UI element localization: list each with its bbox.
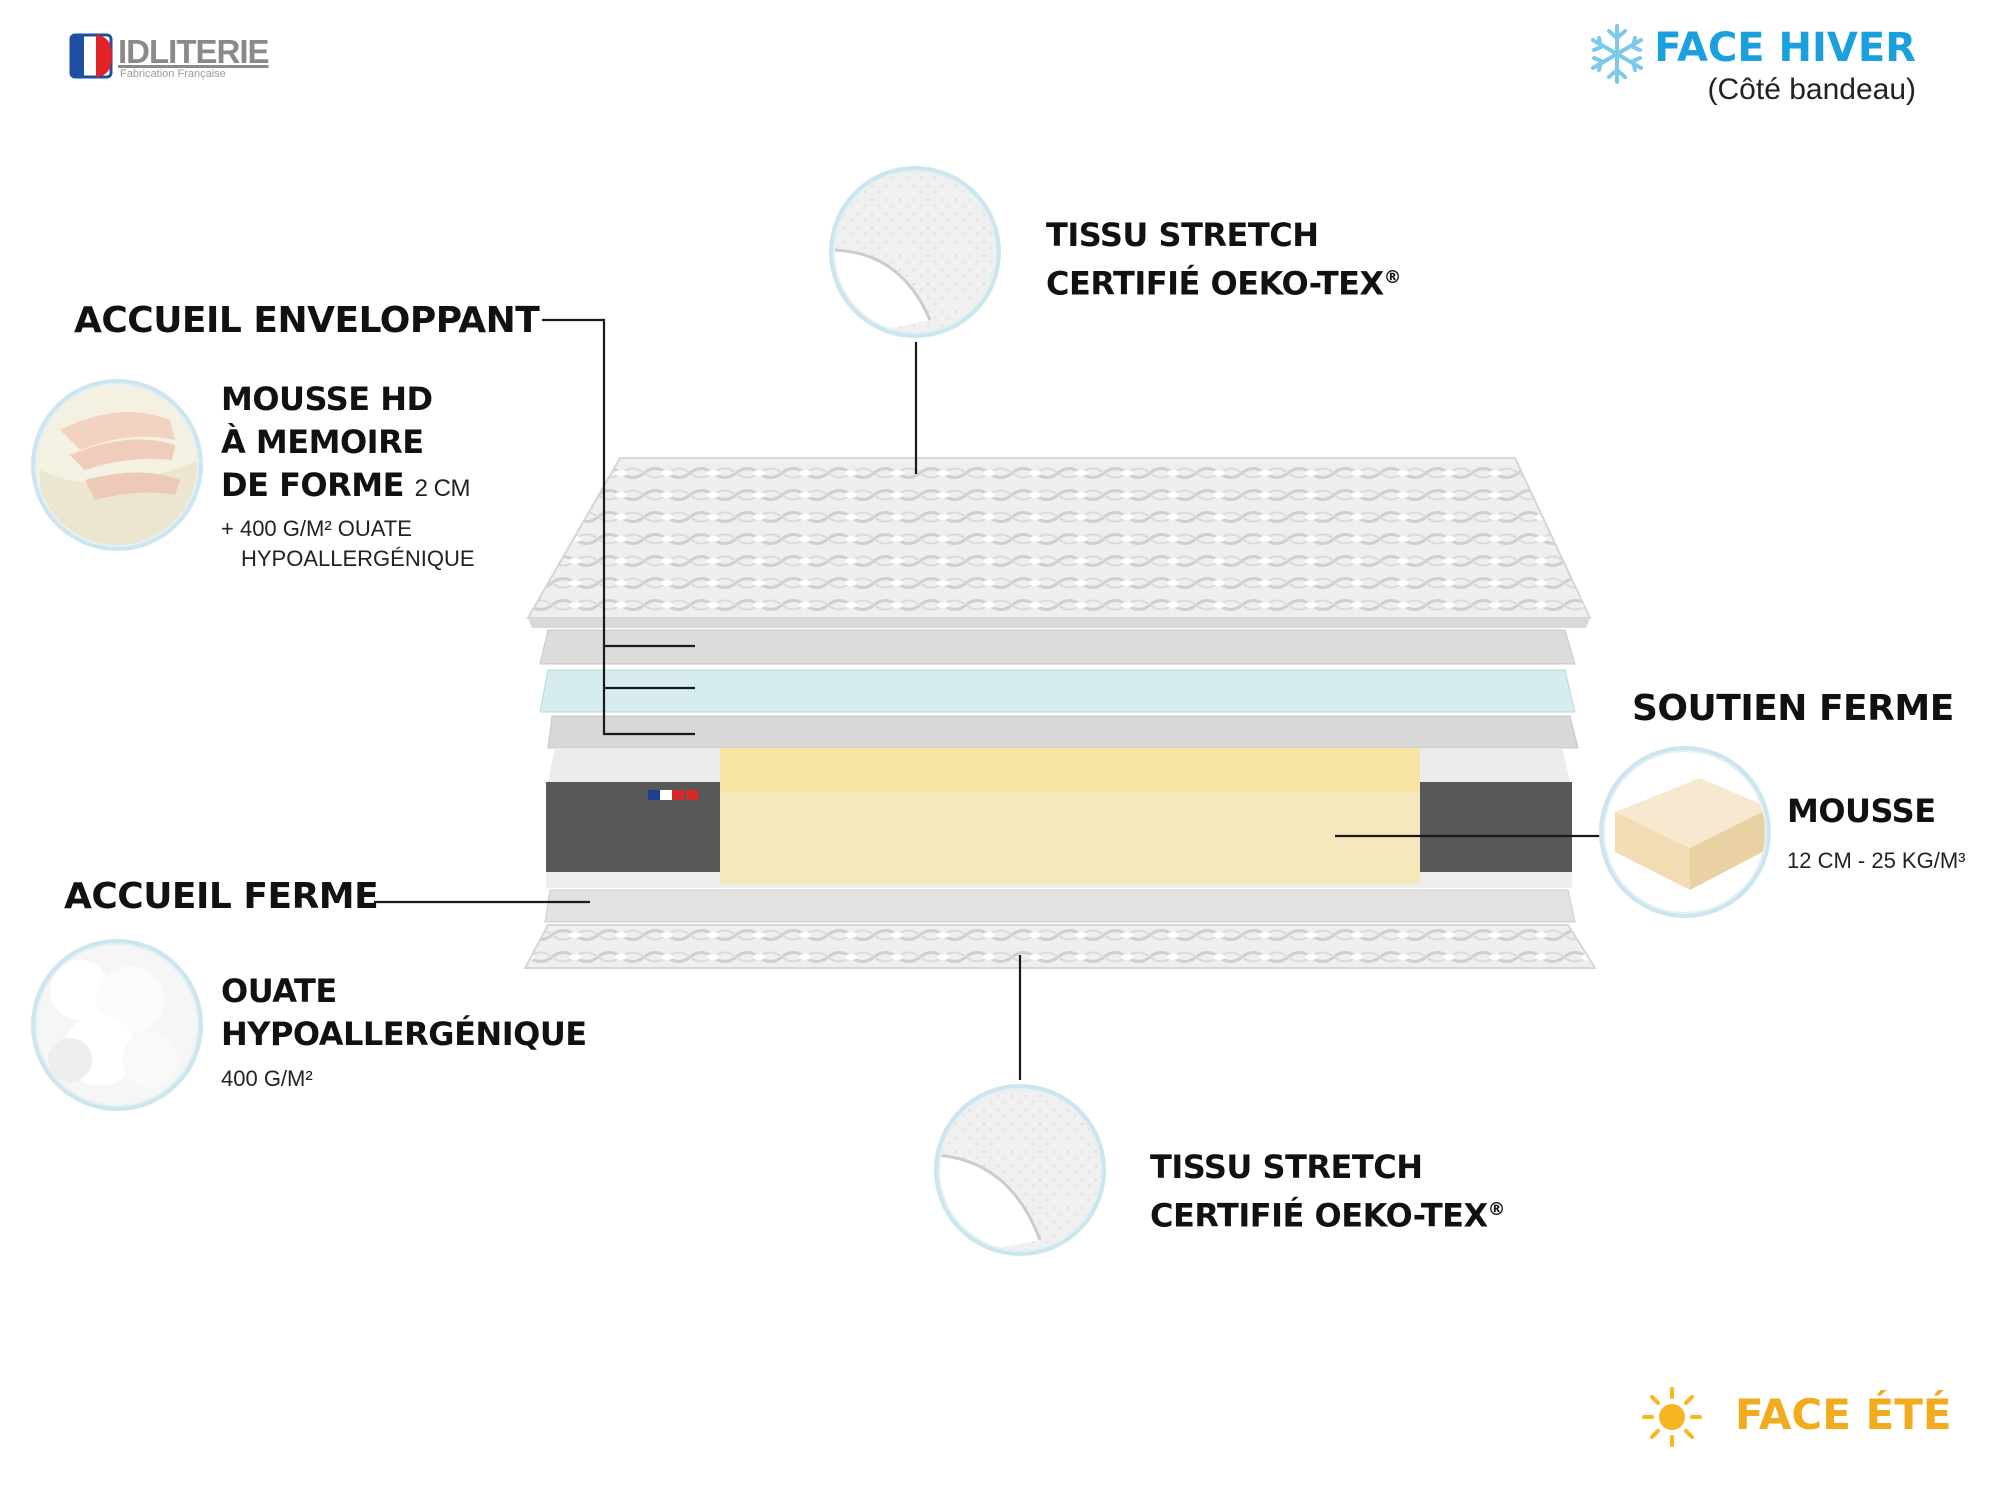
hypoallergenic-wadding-image xyxy=(31,939,203,1111)
comfort-bottom-heading: ACCUEIL FERME xyxy=(64,876,379,917)
comfort-top-line2: À MEMOIRE xyxy=(221,423,424,461)
top-fabric-line2: CERTIFIÉ OEKO-TEX® xyxy=(1046,264,1401,303)
bottom-fabric-line1: TISSU STRETCH xyxy=(1150,1148,1423,1186)
winter-side-label: FACE HIVER (Côté bandeau) xyxy=(1654,24,1916,108)
bottom-fabric-label: TISSU STRETCH CERTIFIÉ OEKO-TEX® xyxy=(1150,1146,1505,1238)
brand-tagline: Fabrication Française xyxy=(120,68,226,80)
support-foam-core xyxy=(546,748,1572,888)
bottom-fabric-detail-image xyxy=(934,1084,1106,1256)
comfort-bottom-label: OUATE HYPOALLERGÉNIQUE xyxy=(221,970,587,1056)
sun-icon xyxy=(1642,1387,1702,1447)
leader-lines xyxy=(374,318,1602,1080)
comfort-bottom-line1: OUATE xyxy=(221,972,337,1010)
brand-name: IDLITERIE xyxy=(118,33,270,70)
summer-side-title: FACE ÉTÉ xyxy=(1735,1390,1952,1439)
bottom-fabric-line2: CERTIFIÉ OEKO-TEX® xyxy=(1150,1196,1505,1235)
bottom-quilted-fabric-layer xyxy=(523,924,1597,969)
brand-logo-mark xyxy=(69,33,113,79)
top-fabric-label: TISSU STRETCH CERTIFIÉ OEKO-TEX® xyxy=(1046,214,1401,306)
snowflake-icon xyxy=(1591,24,1643,84)
winter-side-title: FACE HIVER xyxy=(1654,25,1916,71)
comfort-top-line3: DE FORME 2 CM xyxy=(221,466,470,504)
winter-side-subtitle: (Côté bandeau) xyxy=(1707,73,1916,106)
comfort-top-heading: ACCUEIL ENVELOPPANT xyxy=(74,300,540,341)
memory-foam-hand-image xyxy=(31,379,203,551)
top-quilted-fabric-layer xyxy=(526,457,1592,628)
comfort-top-label: MOUSSE HD À MEMOIRE DE FORME 2 CM xyxy=(221,378,470,510)
grey-wadding-layer-top xyxy=(539,629,1576,665)
support-detail: 12 CM - 25 KG/M³ xyxy=(1787,848,1966,873)
comfort-top-detail1: + 400 G/M² OUATE xyxy=(221,516,412,541)
support-foam-block-image xyxy=(1599,746,1771,918)
comfort-top-detail2: HYPOALLERGÉNIQUE xyxy=(241,546,475,571)
top-fabric-line1: TISSU STRETCH xyxy=(1046,216,1319,254)
top-fabric-detail-image xyxy=(829,166,1001,338)
support-heading: SOUTIEN FERME xyxy=(1632,688,1954,729)
grey-wadding-layer-under xyxy=(544,889,1576,923)
memory-foam-layer xyxy=(539,669,1576,713)
brand-logo: IDLITERIE Fabrication Française xyxy=(68,32,270,92)
comfort-top-line1: MOUSSE HD xyxy=(221,380,433,418)
comfort-bottom-line2: HYPOALLERGÉNIQUE xyxy=(221,1015,587,1053)
comfort-bottom-detail: 400 G/M² xyxy=(221,1066,313,1091)
support-line1: MOUSSE xyxy=(1787,792,1936,830)
grey-wadding-layer-bottom xyxy=(547,715,1579,749)
